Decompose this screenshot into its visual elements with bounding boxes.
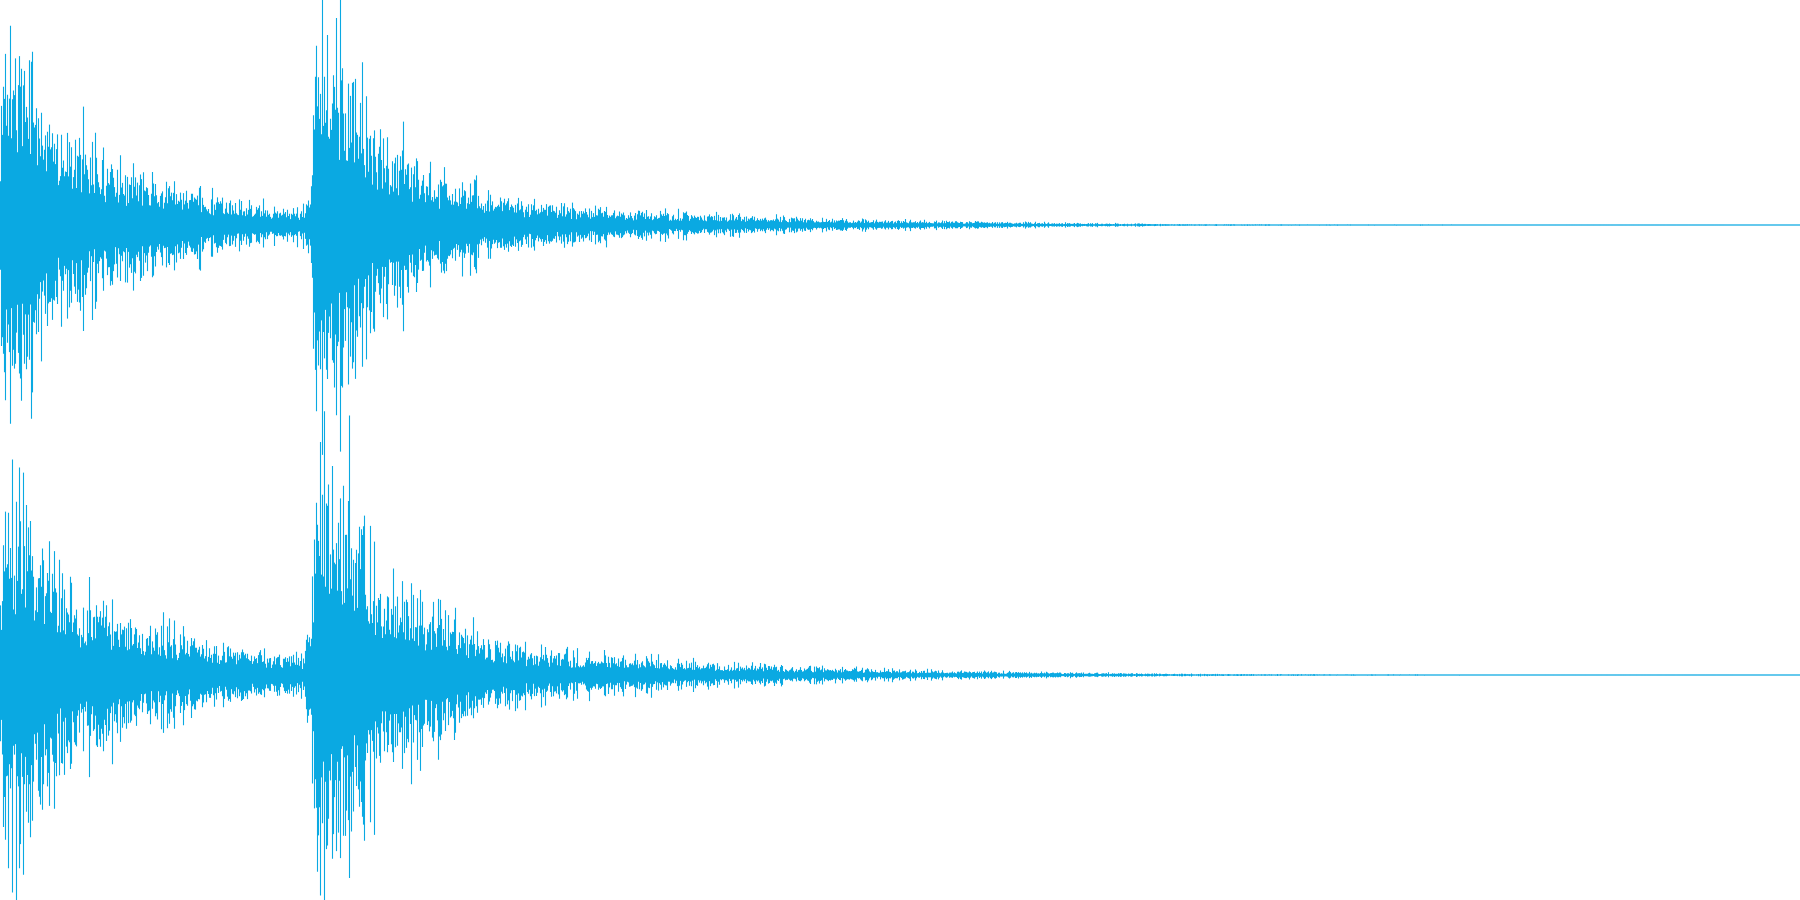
waveform-signal: [0, 0, 1725, 455]
waveform-channel-1: [0, 0, 1800, 455]
waveform-signal: [0, 411, 1734, 900]
waveform-channel-2: [0, 411, 1800, 900]
